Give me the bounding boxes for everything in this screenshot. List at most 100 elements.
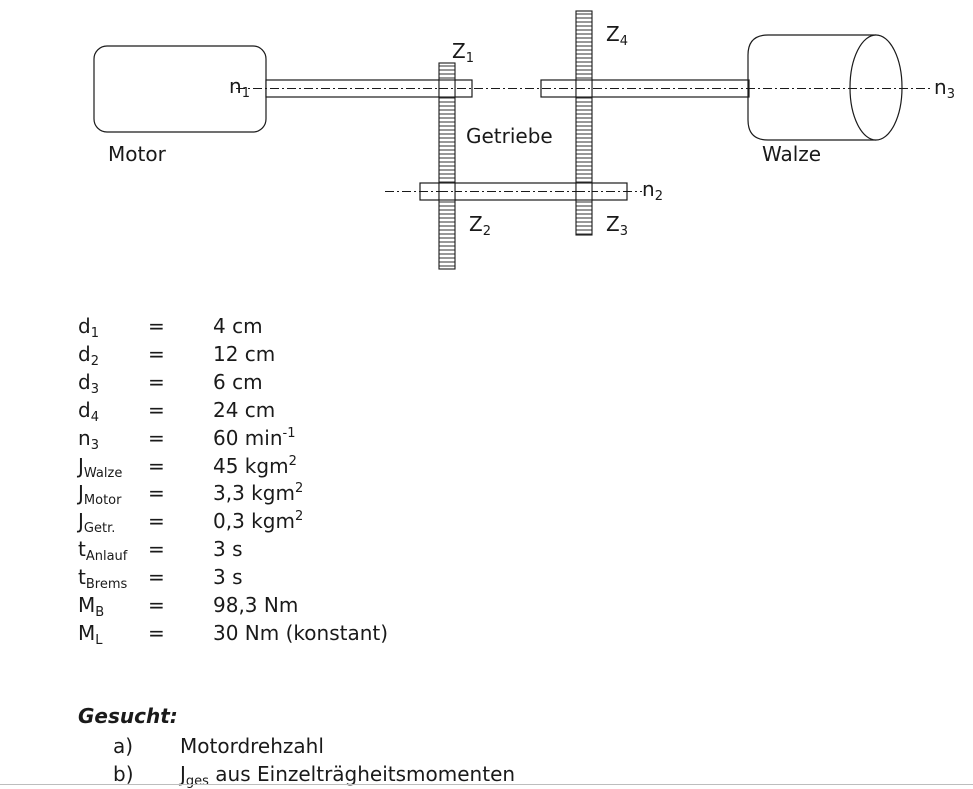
parameter-symbol: n3 <box>78 425 148 453</box>
parameter-symbol: MB <box>78 592 148 620</box>
equals-sign: = <box>148 341 165 366</box>
value-exponent: 2 <box>294 509 304 525</box>
symbol-sub: 1 <box>90 326 99 341</box>
parameter-row: JWalze=45 kgm2 <box>78 453 388 481</box>
gear-label-z2: Z2 <box>469 212 491 239</box>
gear-label-z4: Z4 <box>606 22 628 49</box>
symbol-sub: Walze <box>83 465 123 481</box>
equals-sign: = <box>148 565 165 590</box>
value-text: 24 cm <box>213 397 276 422</box>
parameter-symbol: tBrems <box>78 564 148 592</box>
value-text: 12 cm <box>213 341 276 366</box>
symbol-sub: Brems <box>85 577 128 593</box>
parameter-value: 3 s <box>213 564 388 592</box>
parameter-row: JMotor=3,3 kgm2 <box>78 480 388 508</box>
bottom-rule <box>0 784 973 785</box>
symbol-base: d <box>78 369 91 394</box>
parameter-symbol: JMotor <box>78 480 148 508</box>
parameter-symbol: d2 <box>78 341 148 369</box>
getriebe-label: Getriebe <box>466 124 553 148</box>
equals-sign: = <box>148 453 165 478</box>
value-text: 4 cm <box>213 314 263 338</box>
symbol-base: J <box>78 481 84 506</box>
value-exponent: -1 <box>282 425 296 441</box>
sought-list: a)Motordrehzahl b)Jges aus Einzelträghei… <box>113 732 515 788</box>
symbol-sub: Getr. <box>83 521 116 537</box>
walze-cylinder <box>747 34 903 141</box>
symbol-base: M <box>78 593 96 618</box>
parameter-row: d2=12 cm <box>78 341 388 369</box>
equals-sign: = <box>148 481 165 506</box>
equals-sign: = <box>148 369 165 394</box>
parameter-symbol: tAnlauf <box>78 536 148 564</box>
equals-sign: = <box>148 620 165 645</box>
parameter-value: 4 cm <box>213 313 388 341</box>
equals-sign: = <box>148 425 165 450</box>
symbol-sub: Motor <box>83 493 122 509</box>
value-exponent: 2 <box>288 453 297 469</box>
symbol-sub: 4 <box>90 409 99 425</box>
parameter-symbol: JWalze <box>78 453 148 481</box>
parameter-value: 0,3 kgm2 <box>213 508 388 536</box>
parameter-row: d3=6 cm <box>78 369 388 397</box>
motor-label: Motor <box>108 142 167 166</box>
parameter-symbol: ML <box>78 620 148 648</box>
parameter-value: 3 s <box>213 536 388 564</box>
equals-sign: = <box>148 593 165 618</box>
speed-label-n1: n1 <box>229 74 250 101</box>
sought-item-b: b)Jges aus Einzelträgheitsmomenten <box>113 760 515 788</box>
value-text: 30 Nm (konstant) <box>213 620 389 645</box>
symbol-sub: 3 <box>90 381 99 397</box>
symbol-base: J <box>78 509 84 534</box>
gearbox-diagram: Motor Walze Getriebe Z1 Z2 Z3 Z4 n1 n2 n… <box>93 10 955 270</box>
sought-item-text: Motordrehzahl <box>180 734 324 758</box>
sought-title: Gesucht: <box>78 704 178 728</box>
value-text: 6 cm <box>213 369 263 394</box>
symbol-sub: L <box>95 632 103 648</box>
parameter-value: 60 min-1 <box>213 425 388 453</box>
symbol-sub: 2 <box>90 353 99 369</box>
symbol-base: J <box>78 453 84 478</box>
symbol-sub: 3 <box>90 437 99 453</box>
value-exponent: 2 <box>294 481 304 497</box>
parameter-symbol: JGetr. <box>78 508 148 536</box>
gear-label-z3: Z3 <box>606 212 628 239</box>
symbol-base: d <box>78 397 91 422</box>
value-text: 98,3 Nm <box>213 593 299 618</box>
equals-sign: = <box>148 397 165 422</box>
equals-sign: = <box>148 509 165 534</box>
parameter-symbol: d3 <box>78 369 148 397</box>
parameter-symbol: d4 <box>78 397 148 425</box>
symbol-base: d <box>78 314 91 338</box>
parameter-value: 12 cm <box>213 341 388 369</box>
symbol-base: M <box>78 620 96 645</box>
parameter-value: 30 Nm (konstant) <box>213 620 388 648</box>
parameter-value: 24 cm <box>213 397 388 425</box>
parameter-row: n3=60 min-1 <box>78 425 388 453</box>
parameter-row: JGetr.=0,3 kgm2 <box>78 508 388 536</box>
symbol-base: d <box>78 341 91 366</box>
equals-sign: = <box>148 537 165 562</box>
parameter-value: 3,3 kgm2 <box>213 480 388 508</box>
value-text: 3 s <box>213 537 243 562</box>
sought-item-text: aus Einzelträgheitsmomenten <box>208 762 516 786</box>
parameter-row: MB=98,3 Nm <box>78 592 388 620</box>
parameter-row: ML=30 Nm (konstant) <box>78 620 388 648</box>
parameter-symbol: d1 <box>78 313 148 341</box>
symbol-sub: B <box>95 605 105 621</box>
value-text: 45 kgm <box>213 453 289 478</box>
symbol-base: t <box>78 537 86 562</box>
parameter-row: tAnlauf=3 s <box>78 536 388 564</box>
value-text: 3 s <box>213 565 243 590</box>
value-text: 60 min <box>213 425 283 450</box>
symbol-base: n <box>78 425 91 450</box>
sought-item-symbol-sub: ges <box>185 774 209 789</box>
speed-label-n2: n2 <box>642 177 663 204</box>
value-text: 0,3 kgm <box>213 509 295 534</box>
symbol-sub: Anlauf <box>85 549 128 565</box>
sought-item-symbol: J <box>180 762 186 786</box>
equals-sign: = <box>148 314 165 338</box>
parameter-row: d1=4 cm <box>78 313 388 341</box>
parameter-row: d4=24 cm <box>78 397 388 425</box>
